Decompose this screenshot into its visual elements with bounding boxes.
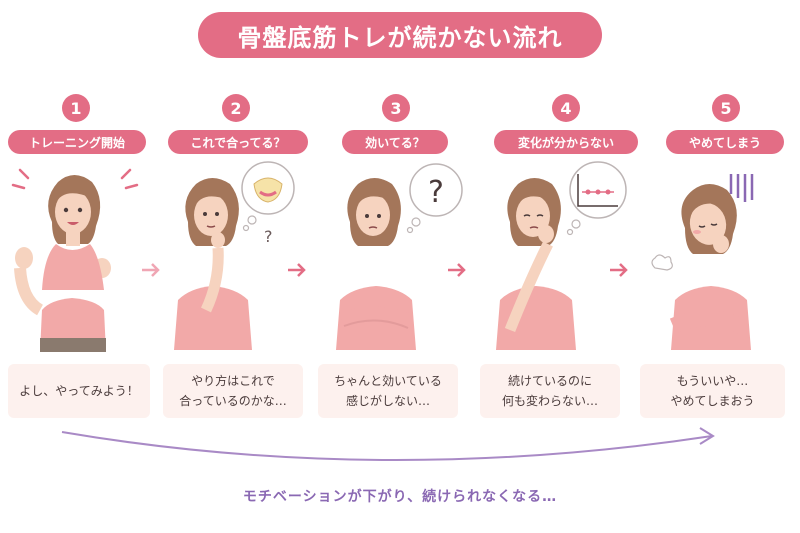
next-arrow: [448, 263, 466, 277]
caption-line-2: 合っているのかな…: [179, 394, 287, 408]
step-4-caption: 続けているのに 何も変わらない…: [480, 364, 620, 418]
caption-line-1: ちゃんと効いている: [334, 374, 442, 388]
woman-cheering-illustration: [0, 160, 145, 360]
step-1-caption: よし、やってみよう！: [8, 364, 150, 418]
step-number: 1: [62, 94, 90, 122]
question-mark: ?: [428, 175, 444, 210]
step-label: やめてしまう: [666, 130, 784, 154]
next-arrow: [610, 263, 628, 277]
step-3-caption: ちゃんと効いている 感じがしない…: [318, 364, 458, 418]
caption-line-1: やり方はこれで: [191, 374, 275, 388]
step-number: 3: [382, 94, 410, 122]
woman-giving-up-illustration: [645, 160, 790, 360]
caption-line-2: 感じがしない…: [345, 394, 430, 408]
step-number: 2: [222, 94, 250, 122]
motivation-caption: モチベーションが下がり、続けられなくなる…: [242, 489, 558, 505]
caption-line-1: もういいや…: [676, 374, 749, 388]
step-label: トレーニング開始: [8, 130, 146, 154]
step-label: 効いてる？: [342, 130, 448, 154]
woman-thinking-illustration: ?: [160, 160, 305, 360]
caption-line-2: 何も変わらない…: [501, 394, 598, 408]
step-label: これで合ってる？: [168, 130, 308, 154]
step-5-caption: もういいや… やめてしまおう: [640, 364, 785, 418]
step-number: 5: [712, 94, 740, 122]
motivation-decline-arrow: [61, 427, 715, 461]
next-arrow: [142, 263, 160, 277]
caption-line-1: 続けているのに: [507, 374, 592, 388]
page-title: 骨盤底筋トレが続かない流れ: [198, 12, 602, 58]
next-arrow: [288, 263, 306, 277]
caption-line-2: やめてしまおう: [670, 394, 755, 408]
caption-text: よし、やってみよう！: [19, 384, 139, 398]
step-label: 変化が分からない: [494, 130, 638, 154]
question-mark: ?: [264, 227, 273, 246]
step-2-caption: やり方はこれで 合っているのかな…: [163, 364, 303, 418]
woman-cheek-in-hand-illustration: [490, 160, 635, 360]
step-number: 4: [552, 94, 580, 122]
woman-crossed-arms-illustration: ?: [320, 160, 465, 360]
